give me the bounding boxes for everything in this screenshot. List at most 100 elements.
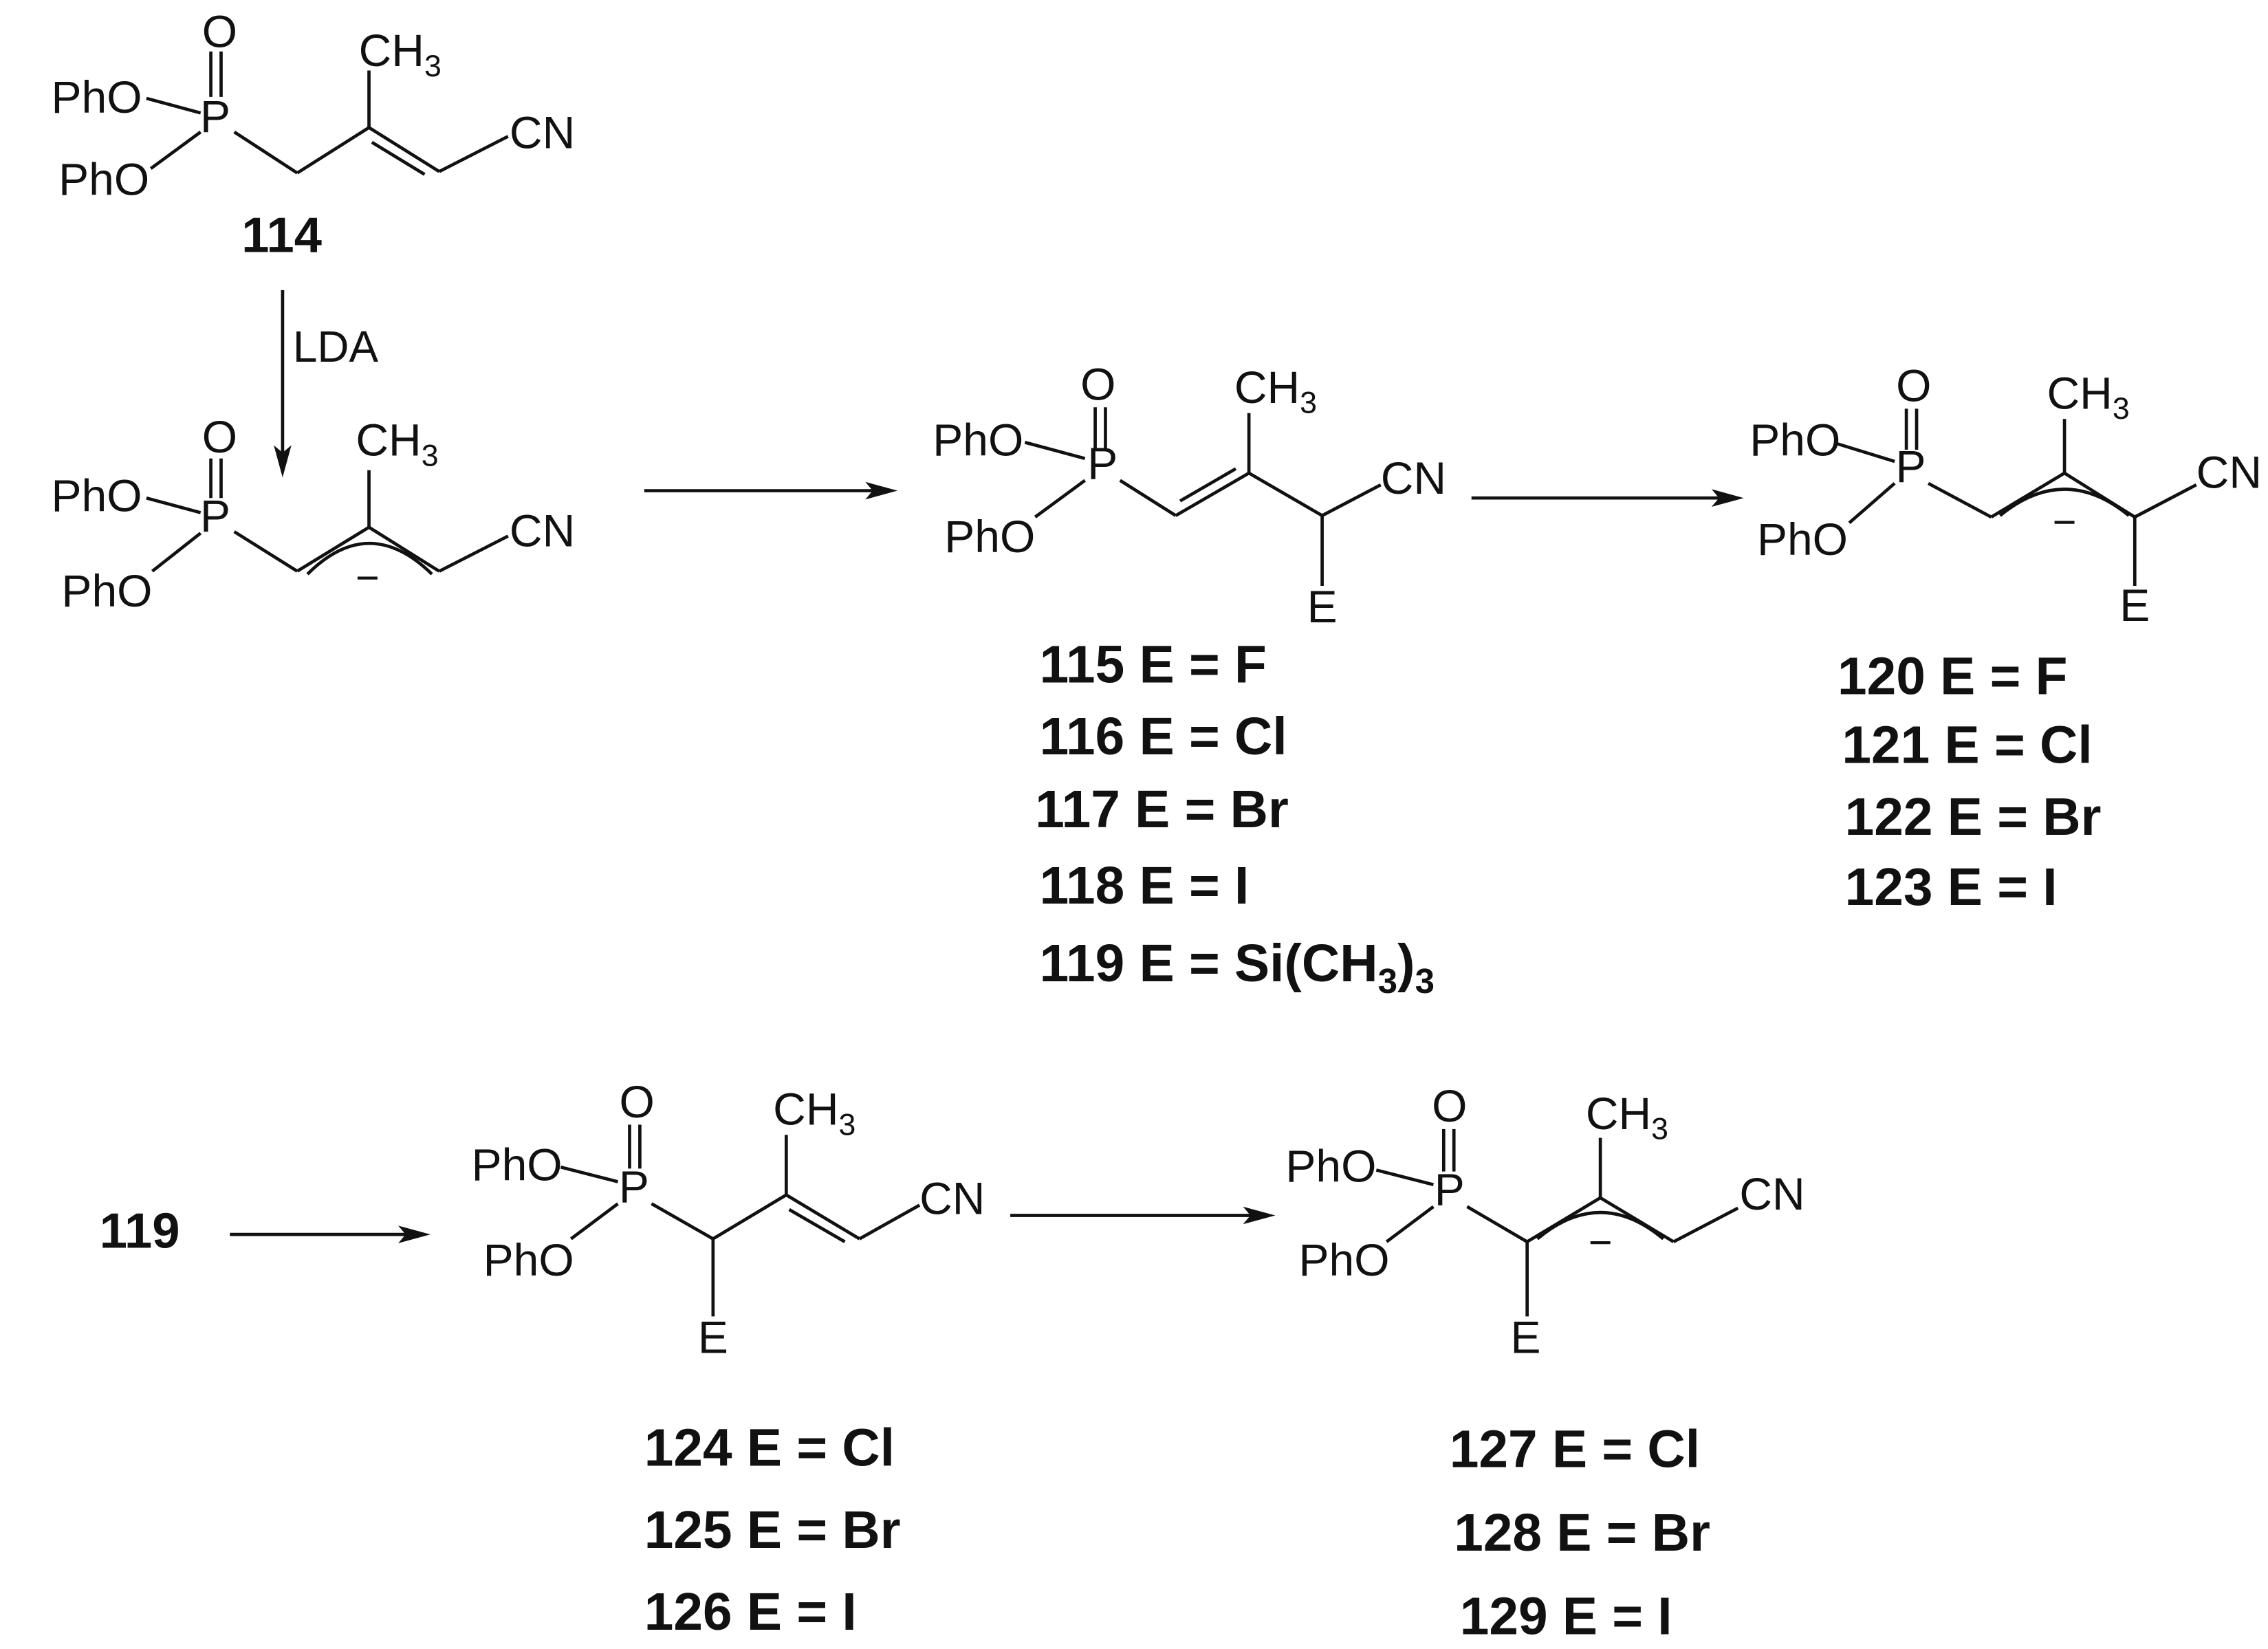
- bond-p-o: [1034, 479, 1087, 518]
- atom-nitrile: CN: [2196, 446, 2262, 497]
- compound-label: 118 E = I: [1040, 857, 1250, 915]
- arrowhead: [865, 481, 898, 500]
- atom-oxygen: O: [202, 6, 237, 56]
- atom-methyl: CH3: [359, 25, 441, 83]
- atom-nitrile: CN: [1381, 452, 1446, 503]
- compound-label: 127 E = Cl: [1450, 1421, 1700, 1479]
- compound-label-119: 119 E = Si(CH3)3: [1040, 935, 1435, 1001]
- atom-phosphorus: P: [1087, 438, 1117, 489]
- structure-anion-intermediate: O CH3 PhO P CN PhO −: [52, 411, 576, 616]
- compound-label: 116 E = Cl: [1040, 708, 1287, 766]
- anion-charge: −: [1589, 1219, 1613, 1265]
- atom-electrophile: E: [698, 1312, 728, 1363]
- atom-phenoxy: PhO: [472, 1139, 563, 1190]
- methyl-text: CH: [2047, 367, 2113, 418]
- atom-oxygen: O: [619, 1076, 654, 1127]
- compound-label: 124 E = Cl: [644, 1419, 895, 1478]
- atom-methyl: CH3: [773, 1083, 855, 1142]
- methyl-text: CH: [773, 1083, 838, 1134]
- bond-p-c: [1466, 1205, 1528, 1243]
- atom-electrophile: E: [1511, 1312, 1541, 1363]
- atom-oxygen: O: [1432, 1080, 1467, 1131]
- bond-c-cn: [438, 135, 509, 173]
- methyl-subscript: 3: [1300, 386, 1317, 420]
- structure-120-123: O CH3 PhO P CN PhO E − 120 E = F 121 E =…: [1749, 360, 2262, 917]
- bond-p-o: [569, 1202, 619, 1241]
- reaction-arrow: [1010, 1206, 1276, 1225]
- bond-c-c: [712, 1193, 787, 1241]
- reaction-arrow-lda: LDA: [274, 290, 378, 478]
- compound-label: 121 E = Cl: [1842, 717, 2092, 775]
- atom-electrophile: E: [1307, 581, 1338, 632]
- methyl-text: CH: [359, 25, 424, 76]
- bond-c-c: [1247, 471, 1323, 517]
- atom-phosphorus: P: [200, 91, 230, 142]
- atom-phenoxy: PhO: [933, 414, 1023, 465]
- bond-p-o: [1848, 482, 1896, 525]
- anion-charge: −: [356, 554, 380, 600]
- label-subscript: 3: [1378, 961, 1397, 1001]
- bond-c-c-double: [368, 126, 440, 173]
- bond-p-c: [233, 130, 298, 175]
- compound-number-119: 119: [100, 1203, 180, 1258]
- atom-phosphorus: P: [200, 490, 230, 541]
- compound-label: 125 E = Br: [644, 1501, 901, 1560]
- bond-c-c: [296, 525, 370, 573]
- atom-phenoxy: PhO: [52, 470, 142, 521]
- label-paren: ): [1397, 935, 1415, 993]
- atom-phosphorus: P: [619, 1161, 649, 1212]
- arrowhead: [1711, 489, 1744, 507]
- reaction-arrow: [1471, 489, 1744, 507]
- atom-phenoxy: PhO: [944, 511, 1035, 562]
- atom-methyl: CH3: [356, 414, 438, 472]
- structure-114: O CH3 PhO P CN PhO 114: [52, 6, 576, 263]
- structure-115-119: O CH3 PhO P CN PhO E 115 E = F 116 E = C…: [933, 359, 1446, 1001]
- atom-oxygen: O: [1080, 359, 1115, 410]
- bond-c-cn: [1672, 1206, 1739, 1243]
- atom-oxygen: O: [1896, 360, 1931, 411]
- bond-c-cn: [1321, 483, 1382, 517]
- bond-c-c: [368, 525, 440, 573]
- delocalized-arc: [306, 541, 433, 576]
- compound-label: 129 E = I: [1460, 1587, 1672, 1646]
- anion-charge: −: [2053, 499, 2077, 545]
- compound-label: 117 E = Br: [1035, 780, 1289, 839]
- compound-label: 115 E = F: [1040, 635, 1267, 694]
- reagent-label: LDA: [293, 322, 379, 371]
- methyl-subscript: 3: [422, 439, 439, 472]
- bond-c-cn: [438, 534, 509, 573]
- bond-c-cn: [2134, 483, 2197, 518]
- bond-p-c: [233, 530, 298, 573]
- atom-oxygen: O: [202, 411, 237, 462]
- bond-o-p: [146, 96, 201, 115]
- bond-p-o: [151, 532, 202, 573]
- atom-methyl: CH3: [1234, 362, 1317, 420]
- reaction-arrow: [230, 1225, 430, 1243]
- atom-nitrile: CN: [510, 107, 575, 157]
- compound-label: 120 E = F: [1838, 648, 2067, 706]
- methyl-text: CH: [1234, 362, 1300, 413]
- atom-phenoxy: PhO: [1749, 414, 1840, 465]
- atom-nitrile: CN: [510, 505, 575, 556]
- compound-label: 123 E = I: [1845, 858, 2058, 917]
- atom-phosphorus: P: [1895, 441, 1926, 492]
- methyl-subscript: 3: [2113, 392, 2130, 426]
- bond-p-c: [651, 1202, 715, 1241]
- bond-p-c: [1119, 479, 1177, 517]
- bond-c-c-double: [371, 140, 426, 176]
- atom-phenoxy: PhO: [1285, 1141, 1376, 1192]
- methyl-subscript: 3: [839, 1108, 856, 1142]
- arrowhead: [1243, 1206, 1276, 1225]
- bond-c-c-double: [1179, 467, 1237, 503]
- delocalized-arc: [1536, 1211, 1665, 1241]
- bond-p-o: [149, 131, 202, 171]
- methyl-subscript: 3: [1651, 1113, 1668, 1146]
- label-text: 119 E = Si(CH: [1040, 935, 1378, 993]
- arrowhead: [274, 445, 292, 478]
- bond-o-p: [1024, 441, 1086, 460]
- delocalized-arc: [1998, 488, 2130, 517]
- atom-methyl: CH3: [2047, 367, 2130, 426]
- atom-phenoxy: PhO: [483, 1234, 574, 1285]
- bond-o-p: [560, 1165, 619, 1183]
